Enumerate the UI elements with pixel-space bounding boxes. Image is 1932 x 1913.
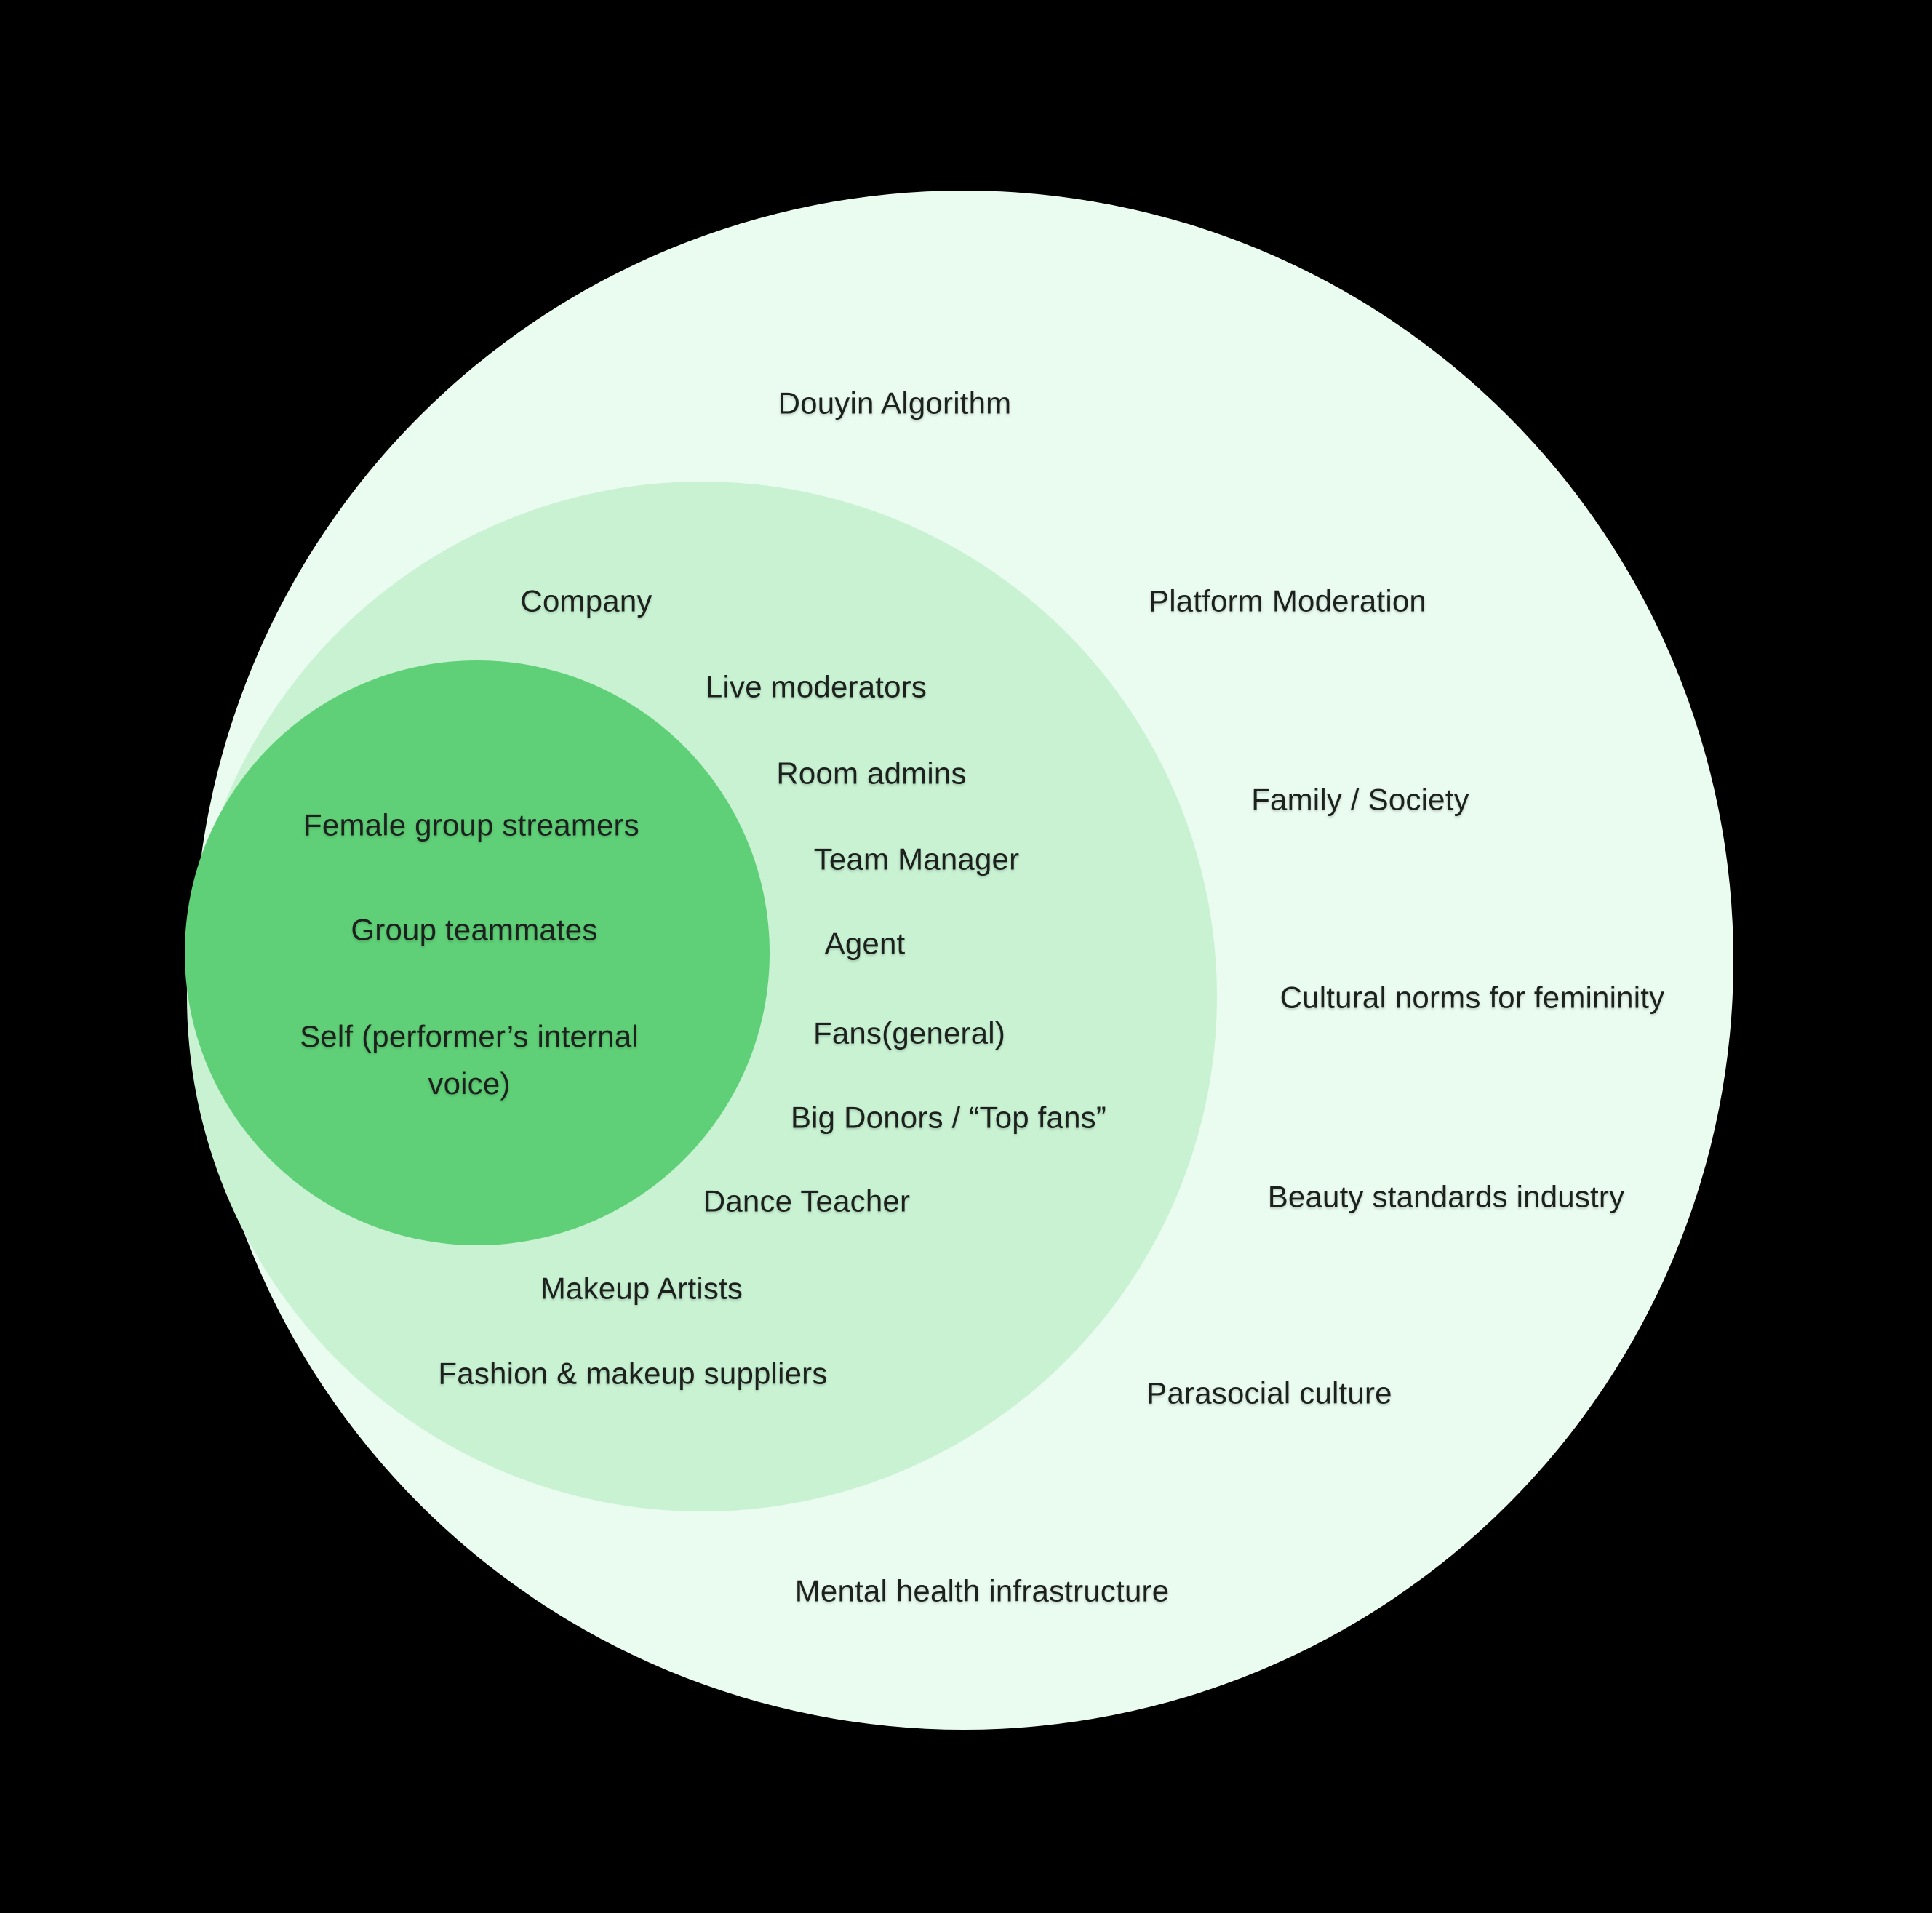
label-team-manager: Team Manager — [813, 842, 1020, 876]
label-platform-moderation: Platform Moderation — [1149, 583, 1426, 618]
label-fashion-makeup-suppliers: Fashion & makeup suppliers — [438, 1356, 828, 1391]
label-big-donors-top-fans: Big Donors / “Top fans” — [790, 1100, 1107, 1135]
label-company: Company — [520, 583, 652, 618]
label-family-society: Family / Society — [1251, 782, 1469, 817]
label-fans-general: Fans(general) — [813, 1015, 1006, 1050]
label-live-moderators: Live moderators — [705, 669, 927, 704]
label-mental-health-infrastructure: Mental health infrastructure — [794, 1573, 1170, 1608]
label-cultural-norms-femininity: Cultural norms for femininity — [1280, 980, 1665, 1015]
label-group-teammates: Group teammates — [351, 912, 598, 947]
microsystem-circle — [185, 660, 770, 1245]
label-dance-teacher: Dance Teacher — [703, 1183, 911, 1218]
label-parasocial-culture: Parasocial culture — [1146, 1375, 1392, 1410]
label-room-admins: Room admins — [776, 756, 967, 791]
label-douyin-algorithm: Douyin Algorithm — [778, 386, 1012, 420]
label-female-group-streamers: Female group streamers — [303, 807, 639, 842]
label-agent: Agent — [824, 926, 906, 961]
label-makeup-artists: Makeup Artists — [540, 1271, 743, 1306]
label-beauty-standards-industry: Beauty standards industry — [1267, 1179, 1625, 1214]
label-self-internal-voice: Self (performer’s internal voice) — [300, 1018, 639, 1101]
